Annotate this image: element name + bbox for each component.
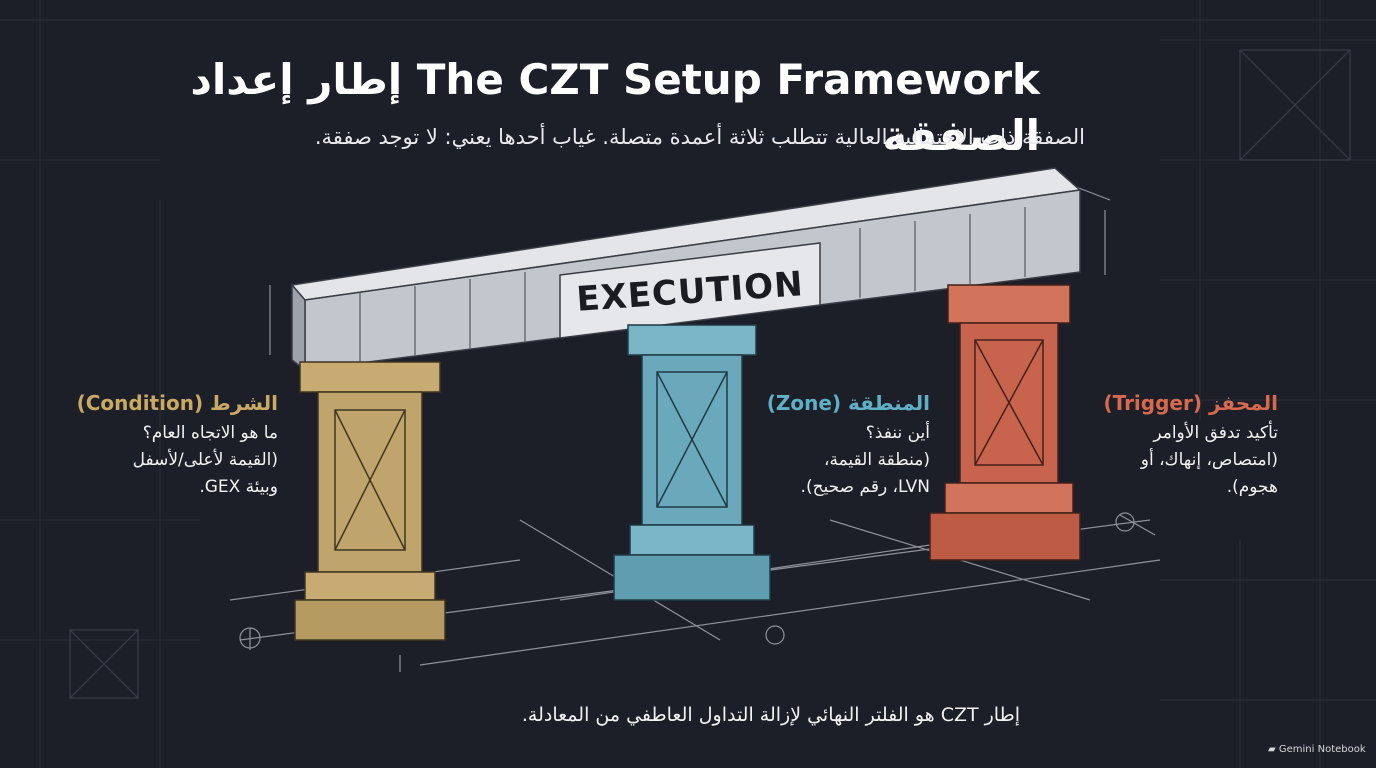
pillar-heading-trigger: المحفز (Trigger)	[1103, 391, 1278, 415]
page-title: The CZT Setup Framework إطار إعداد الصفق…	[190, 55, 1040, 160]
pillar-line: أين ننفذ؟	[865, 423, 930, 443]
corner-box-top-right	[1239, 49, 1351, 161]
execution-beam	[290, 167, 1082, 372]
dimension-markers	[239, 512, 1135, 649]
pillar-line: تأكيد تدفق الأوامر	[1153, 423, 1278, 443]
pillar-text-trigger: المحفز (Trigger) تأكيد تدفق الأوامر (امت…	[1060, 388, 1278, 501]
pillar-line: (امتصاص، إنهاك، أو	[1140, 450, 1278, 470]
pillar-heading-condition: الشرط (Condition)	[76, 391, 278, 415]
pillar-text-zone: المنطقة (Zone) أين ننفذ؟ (منطقة القيمة، …	[700, 388, 930, 501]
footer-text: إطار CZT هو الفلتر النهائي لإزالة التداو…	[521, 704, 1020, 726]
pillar-line: وبيئة GEX.	[199, 477, 278, 497]
pillar-line: هجوم).	[1226, 477, 1278, 497]
pillar-zone	[613, 324, 771, 601]
pillar-condition	[294, 361, 446, 641]
notebook-icon: ▰	[1268, 744, 1279, 755]
watermark: ▰ Gemini Notebook	[1268, 743, 1368, 757]
page-subtitle: الصفقة ذات الاحتمالية العالية تتطلب ثلاث…	[314, 125, 1085, 149]
pillar-heading-zone: المنطقة (Zone)	[766, 391, 930, 415]
pillar-line: (القيمة لأعلى/لأسفل	[132, 450, 278, 470]
pillar-text-condition: الشرط (Condition) ما هو الاتجاه العام؟ (…	[40, 388, 278, 501]
pillar-trigger	[929, 284, 1081, 561]
pillar-line: (منطقة القيمة،	[824, 450, 930, 470]
corner-box-bottom-left	[69, 629, 139, 699]
pillar-line: LVN، رقم صحيح).	[800, 477, 930, 497]
pillar-line: ما هو الاتجاه العام؟	[142, 423, 278, 443]
watermark-label: Gemini Notebook	[1278, 744, 1366, 755]
